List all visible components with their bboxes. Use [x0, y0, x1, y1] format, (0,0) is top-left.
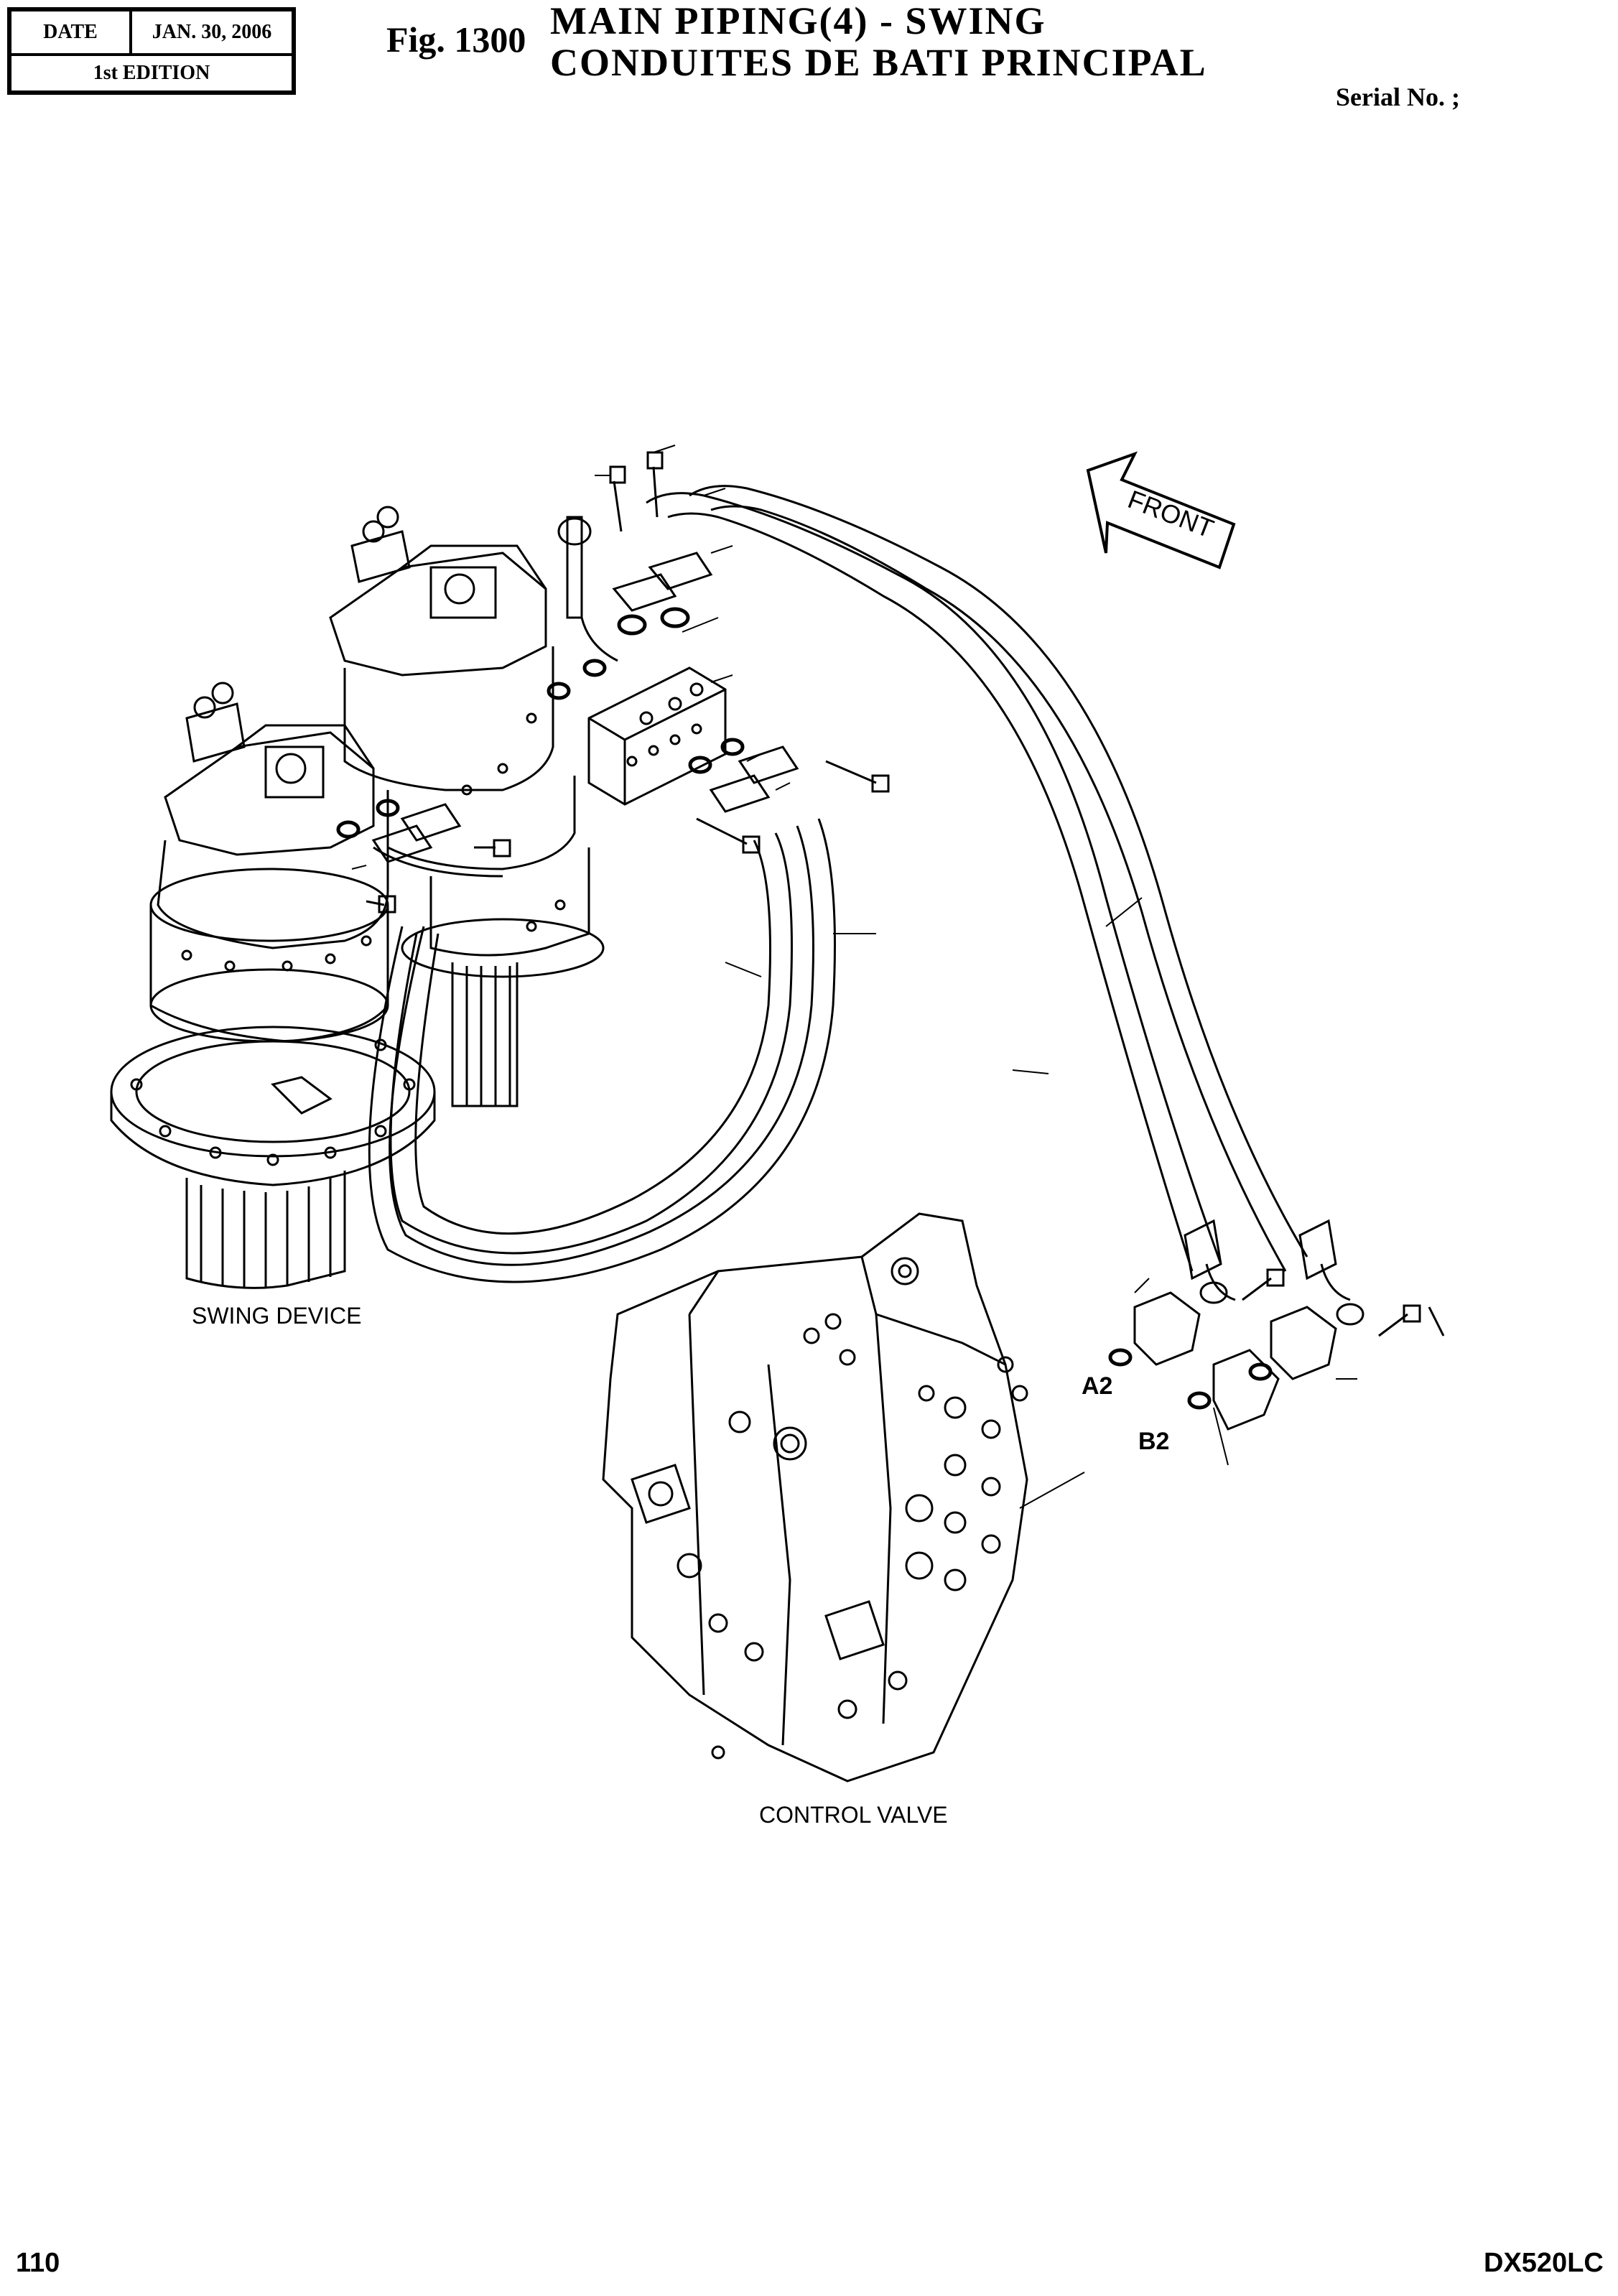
swing-device-label: SWING DEVICE	[192, 1303, 361, 1329]
distribution-block	[336, 451, 890, 914]
edition-label: 1st EDITION	[93, 62, 210, 84]
swing-motor-front	[110, 682, 436, 1289]
leader-lines	[351, 445, 1357, 1509]
figure-number: Fig. 1300	[386, 19, 526, 60]
edition-row-top: DATE JAN. 30, 2006	[11, 11, 292, 56]
model-number: DX520LC	[1484, 2248, 1604, 2278]
port-b2-label: B2	[1138, 1428, 1169, 1455]
date-label: DATE	[11, 11, 132, 53]
control-valve-label: CONTROL VALVE	[759, 1802, 948, 1828]
port-a2-label: A2	[1082, 1372, 1112, 1400]
serial-number: Serial No. ;	[1336, 83, 1460, 111]
hoses	[368, 485, 1364, 1326]
title-french: CONDUITES DE BATI PRINCIPAL	[550, 41, 1207, 84]
swing-motor-rear	[329, 506, 618, 1107]
front-arrow: FRONT	[1086, 451, 1236, 570]
edition-box: DATE JAN. 30, 2006 1st EDITION	[7, 7, 296, 95]
title-english: MAIN PIPING(4) - SWING	[550, 0, 1046, 42]
control-valve-flanges	[1108, 1268, 1445, 1431]
page-number: 110	[16, 2248, 60, 2278]
control-valve	[602, 1212, 1028, 1783]
date-value: JAN. 30, 2006	[152, 21, 272, 43]
